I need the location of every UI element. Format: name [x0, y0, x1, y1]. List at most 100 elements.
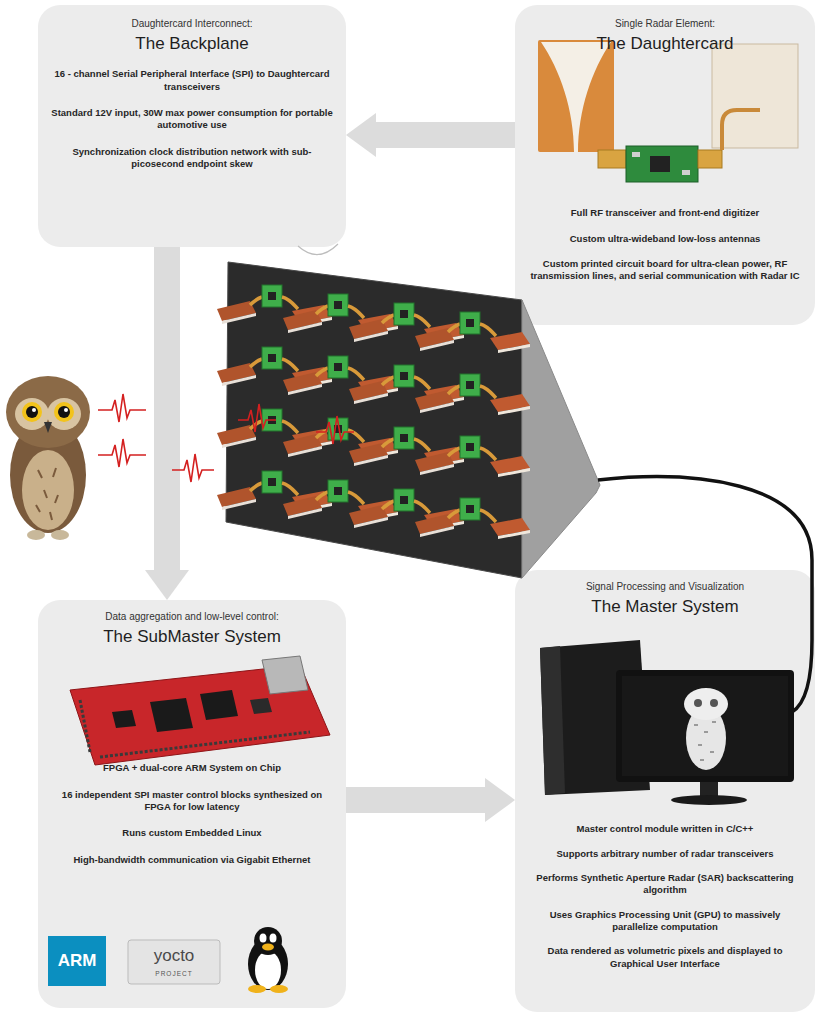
sma-connector [598, 150, 626, 168]
radar-pulse [98, 439, 146, 467]
feature-text: Uses Graphics Processing Unit (GPU) to m… [527, 909, 803, 934]
daughtercard-module [217, 471, 332, 512]
flow-arrow [154, 247, 180, 570]
panel-title: The Backplane [50, 33, 334, 54]
owl-streaks [36, 468, 58, 520]
info-panel: Signal Processing and VisualizationThe M… [515, 570, 815, 1012]
fpga-board-photo [70, 656, 330, 765]
feature-text: Supports arbitrary number of radar trans… [527, 848, 803, 860]
owl-body [10, 417, 86, 533]
tux-eye [270, 934, 277, 943]
radar-pulse [316, 416, 354, 444]
feature-text: Performs Synthetic Aperture Radar (SAR) … [527, 872, 803, 897]
voxel-owl-body [686, 706, 726, 770]
daughtercard-module [283, 480, 398, 521]
info-panel: Daughtercard Interconnect:The Backplane1… [38, 5, 346, 247]
logo-text: PROJECT [128, 968, 220, 979]
owl-beak [44, 422, 52, 433]
antenna-slot [541, 42, 611, 152]
panel-title: The Master System [527, 596, 803, 617]
daughtercard-module [415, 312, 530, 353]
feature-text: 16 - channel Serial Peripheral Interface… [50, 68, 334, 93]
tux-eye [260, 934, 267, 943]
owl-face-disc [15, 398, 49, 430]
owl-eye [22, 402, 42, 422]
vivaldi-antenna [538, 40, 614, 152]
feature-text: Custom printed circuit board for ultra-c… [527, 258, 803, 283]
logo-row [128, 927, 288, 993]
memory-chip [200, 690, 238, 720]
flow-arrow [376, 122, 515, 148]
daughtercard-module [349, 427, 464, 468]
patch-antenna [712, 44, 798, 148]
owl-belly [22, 450, 74, 530]
logo-text: yocto [128, 944, 220, 968]
radar-pulse [238, 404, 276, 432]
backplane-panel [226, 262, 522, 578]
daughtercard-module [415, 498, 530, 539]
data-cable [598, 477, 812, 712]
daughtercard-module [349, 489, 464, 530]
monitor-base [671, 795, 747, 805]
daughtercard-module [415, 374, 530, 415]
pin-header [80, 700, 310, 757]
daughtercard-module [349, 303, 464, 344]
daughtercard-module [217, 409, 332, 450]
feature-text: Data rendered as volumetric pixels and d… [527, 945, 803, 970]
feature-text: Runs custom Embedded Linux [50, 827, 334, 839]
pcb-board [626, 146, 698, 182]
pc-tower [540, 640, 650, 795]
ethernet-jack [262, 656, 308, 694]
panel-kicker: Data aggregation and low-level control: [50, 610, 334, 623]
daughtercard-module [415, 436, 530, 477]
feature-text: High-bandwidth communication via Gigabit… [50, 854, 334, 866]
voxel-owl-eye [694, 699, 702, 707]
tux-head [254, 927, 282, 955]
owl-foot [51, 530, 69, 540]
daughtercard-module [283, 356, 398, 397]
feature-text: Synchronization clock distribution netwo… [50, 146, 334, 171]
radar-array [217, 262, 600, 578]
daughtercard-module [217, 347, 332, 388]
tux-belly [255, 951, 281, 989]
info-panel: Single Radar Element: The DaughtercardFul… [515, 5, 815, 325]
tux-foot [248, 985, 266, 993]
panel-title: The Daughtercard [527, 33, 803, 54]
feature-text: FPGA + dual-core ARM System on Chip [50, 762, 334, 774]
feed-line [722, 110, 760, 150]
daughtercard-module [217, 285, 332, 326]
logo-text: ARM [48, 936, 106, 986]
owl-eye-glint [32, 408, 36, 412]
smd-part [632, 152, 640, 157]
daughtercard-module [349, 365, 464, 406]
tux-foot [270, 985, 288, 993]
daughtercard-module [283, 294, 398, 335]
owl-pupil [58, 406, 70, 418]
owl-eye [54, 402, 74, 422]
tux-body [248, 938, 288, 990]
feature-text: Standard 12V input, 30W max power consum… [50, 107, 334, 132]
panel-kicker: Single Radar Element: [527, 17, 803, 30]
owl-pupil [26, 406, 38, 418]
owl-foot [27, 530, 45, 540]
feature-text: 16 independent SPI master control blocks… [50, 789, 334, 814]
soc-chip [150, 698, 193, 732]
daughtercard-photo [538, 40, 798, 182]
feature-text: Full RF transceiver and front-end digiti… [527, 207, 803, 219]
computer-illustration [540, 640, 794, 805]
tux-beak [262, 944, 274, 951]
pc-tower-side [540, 646, 565, 795]
sma-connector [698, 150, 722, 168]
daughtercard-module [283, 418, 398, 459]
monitor [616, 670, 794, 782]
owl-target [6, 376, 90, 540]
yocto-logo-bg [128, 940, 220, 984]
monitor-screen [622, 676, 788, 776]
smd-part [682, 170, 690, 175]
fpga-board [70, 665, 330, 765]
panel-kicker: Signal Processing and Visualization [527, 580, 803, 593]
voxel-owl-head [684, 688, 728, 720]
monitor-neck [700, 780, 718, 798]
voxel-texture [694, 722, 716, 760]
owl-eye-glint [64, 408, 68, 412]
